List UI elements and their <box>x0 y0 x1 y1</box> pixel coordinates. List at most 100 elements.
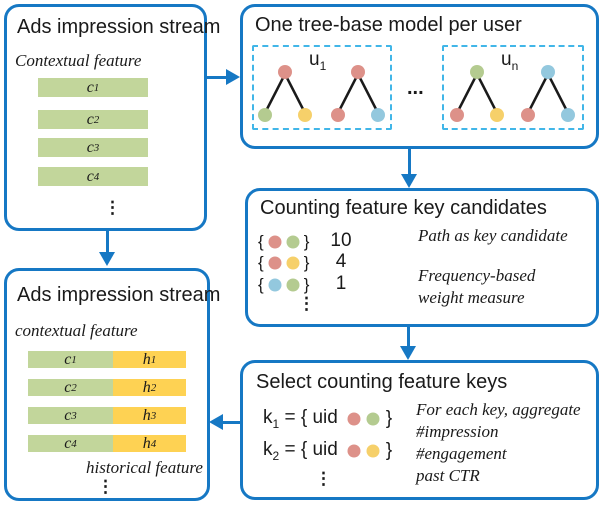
tree-right-node <box>561 108 575 122</box>
decision-tree <box>521 65 575 122</box>
tree-model-box: One tree-base model per user u1 un <box>240 4 599 149</box>
tree-root-node <box>470 65 484 79</box>
user-model-group-un <box>442 45 584 130</box>
horizontal-ellipsis: ... <box>407 77 424 99</box>
arrow-select-to-stream <box>222 421 240 424</box>
box-title: Ads impression stream <box>17 16 221 38</box>
arrow-stream-to-stream <box>106 231 109 254</box>
key-candidate-row: { } <box>258 275 309 295</box>
ads-impression-stream-bottom-box: Ads impression stream contextual feature… <box>4 268 220 501</box>
brace-open: { <box>258 275 264 294</box>
tree-left-node <box>521 108 535 122</box>
user-label-u1: u1 <box>309 49 326 73</box>
frequency-note: Frequency-based weight measure <box>418 265 535 309</box>
bar-label: c <box>86 138 94 156</box>
feature-dot <box>268 235 282 249</box>
tree-left-node <box>450 108 464 122</box>
user-model-group-u1 <box>252 45 392 130</box>
bar-label: c <box>86 110 94 128</box>
feature-dot <box>366 444 380 458</box>
feature-dot <box>347 412 361 426</box>
historical-feature-label: historical feature <box>86 458 203 477</box>
feature-dot <box>366 412 380 426</box>
user-label-text: u <box>309 49 320 70</box>
box-title: Counting feature key candidates <box>260 197 547 219</box>
tree-left-node <box>331 108 345 122</box>
feature-dot <box>286 235 300 249</box>
note-line: For each key, aggregate <box>416 400 581 419</box>
box-title: One tree-base model per user <box>255 14 522 36</box>
bar-label-sub: 3 <box>93 141 100 154</box>
feature-dot <box>286 256 300 270</box>
ads-impression-stream-top-box: Ads impression stream Contextual feature… <box>4 4 220 231</box>
decision-tree <box>331 65 385 122</box>
key-candidate-row: { } <box>258 253 309 273</box>
candidate-count: 4 <box>335 251 347 272</box>
decision-tree <box>258 65 312 122</box>
arrow-head-right <box>226 69 240 85</box>
note-line: weight measure <box>418 288 525 307</box>
brace-close: } <box>385 439 393 461</box>
brace-open: { <box>258 253 264 272</box>
box-title: Ads impression stream <box>17 284 221 306</box>
note-line: #impression <box>416 422 499 441</box>
contextual-feature-label: Contextual feature <box>15 51 142 70</box>
arrow-stream-to-tree <box>207 76 228 79</box>
brace-close: } <box>385 407 393 429</box>
feature-dot <box>268 256 282 270</box>
vertical-ellipsis: ⋮ <box>315 469 332 488</box>
tree-root-node <box>351 65 365 79</box>
vertical-ellipsis: ⋮ <box>298 294 315 313</box>
feature-dot <box>286 278 300 292</box>
bar-label: c <box>86 167 94 185</box>
note-line: Frequency-based <box>418 266 536 285</box>
tree-left-node <box>258 108 272 122</box>
arrow-head-down <box>400 346 416 360</box>
brace-close: } <box>303 232 310 251</box>
tree-right-node <box>298 108 312 122</box>
key-name: k2 = { uid <box>263 439 338 463</box>
key-candidate-row: { } <box>258 232 309 252</box>
note-line: past CTR <box>416 466 480 485</box>
tree-right-node <box>371 108 385 122</box>
key-definition-row: k1 = { uid } <box>263 407 392 431</box>
brace-close: } <box>303 275 310 294</box>
select-keys-box: Select counting feature keys k1 = { uid … <box>240 360 599 500</box>
contextual-feature-label: contextual feature <box>15 321 138 340</box>
vertical-ellipsis: ⋮ <box>104 198 121 217</box>
arrow-counting-to-select <box>407 327 410 348</box>
bar-label-sub: 4 <box>93 170 100 183</box>
arrow-head-down <box>401 174 417 188</box>
note-line: #engagement <box>416 444 507 463</box>
aggregate-note: For each key, aggregate #impression #eng… <box>416 399 581 487</box>
bar-label-sub: 1 <box>93 81 100 94</box>
candidate-count: 10 <box>330 230 352 251</box>
bar-label-sub: 2 <box>93 113 100 126</box>
key-definition-row: k2 = { uid } <box>263 439 392 463</box>
vertical-ellipsis: ⋮ <box>97 477 114 496</box>
user-label-sub: n <box>511 58 519 73</box>
tree-right-node <box>490 108 504 122</box>
user-label-sub: 1 <box>319 58 327 73</box>
decision-tree <box>450 65 504 122</box>
tree-root-node <box>278 65 292 79</box>
user-label-un: un <box>501 49 518 73</box>
path-key-note: Path as key candidate <box>418 226 568 245</box>
arrow-tree-to-counting <box>408 149 411 176</box>
